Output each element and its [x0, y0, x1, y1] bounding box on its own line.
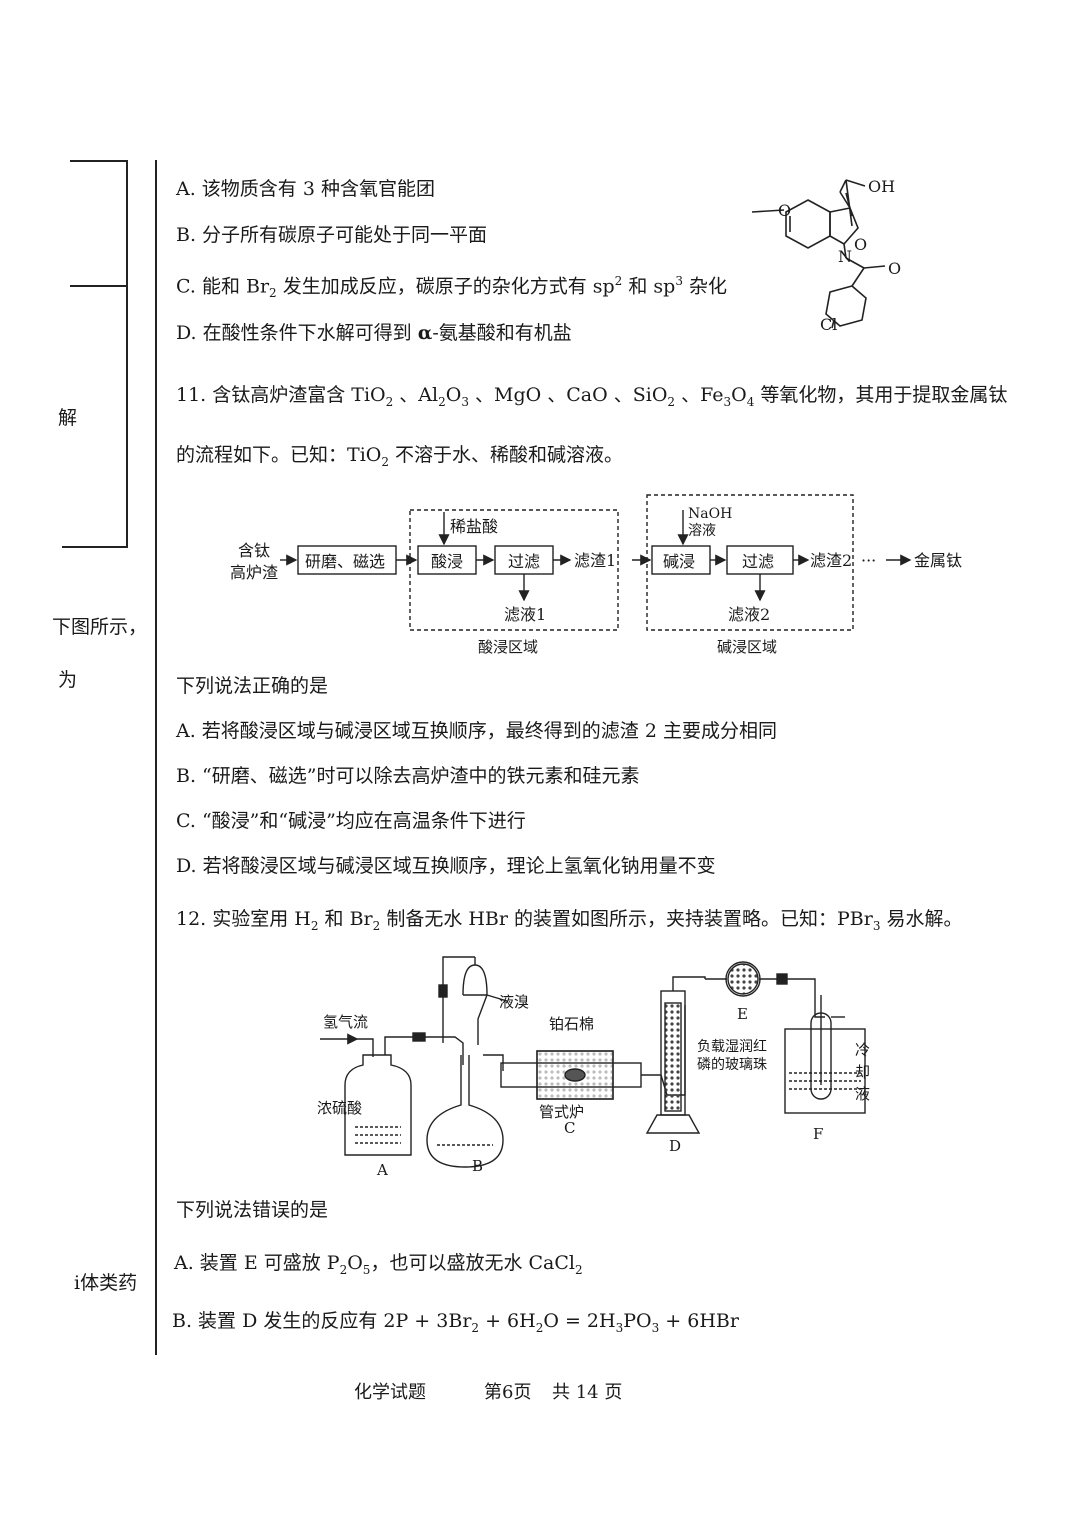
flow-filter-box-1: 过滤	[508, 552, 540, 571]
molecule-o-amide: O	[888, 259, 901, 278]
flow-residue2: 滤渣2	[810, 551, 852, 570]
apparatus-h2-flow: 氢气流	[323, 1013, 368, 1031]
q10-molecule-structure: O OH O N O Cl	[751, 177, 901, 334]
q11-option-b: B. “研磨、磁选”时可以除去高炉渣中的铁元素和硅元素	[176, 765, 640, 787]
margin-bracket-bottom	[62, 546, 128, 548]
apparatus-pt-wool: 铂石棉	[549, 1015, 594, 1033]
flow-naoh-line1: NaOH	[688, 506, 732, 522]
molecule-n: N	[838, 247, 852, 266]
q12-stem: 12. 实验室用 H2 和 Br2 制备无水 HBr 的装置如图所示，夹持装置略…	[176, 908, 963, 933]
molecule-o-carbonyl: O	[854, 235, 867, 254]
q10-option-b: B. 分子所有碳原子可能处于同一平面	[176, 224, 488, 246]
q11-prompt: 下列说法正确的是	[176, 675, 329, 697]
q11-option-a: A. 若将酸浸区域与碱浸区域互换顺序，最终得到的滤渣 2 主要成分相同	[176, 720, 777, 742]
flow-grind-box: 研磨、磁选	[305, 552, 385, 571]
margin-text-ti-leiyao: i体类药	[74, 1272, 138, 1294]
q12-option-a: A. 装置 E 可盛放 P2O5，也可以盛放无水 CaCl2	[174, 1252, 583, 1277]
q11-option-c: C. “酸浸”和“碱浸”均应在高温条件下进行	[176, 810, 526, 832]
q10-option-a: A. 该物质含有 3 种含氧官能团	[176, 178, 435, 200]
apparatus-label-f: F	[813, 1125, 823, 1143]
apparatus-red-p-line1: 负载湿润红	[697, 1039, 767, 1055]
apparatus-conc-h2so4: 浓硫酸	[317, 1099, 362, 1117]
margin-vertical-rule	[155, 160, 157, 1355]
molecule-oh: OH	[868, 177, 895, 196]
q10-option-d: D. 在酸性条件下水解可得到 α-氨基酸和有机盐	[176, 322, 572, 344]
flow-residue1: 滤渣1	[574, 551, 616, 570]
margin-bracket-top	[70, 160, 128, 162]
q12-prompt: 下列说法错误的是	[176, 1199, 329, 1221]
flow-base-zone-label: 碱浸区域	[717, 638, 777, 656]
flow-filtrate1: 滤液1	[504, 605, 546, 624]
apparatus-label-e: E	[737, 1005, 748, 1023]
flow-dilute-hcl: 稀盐酸	[450, 517, 498, 536]
apparatus-tube-furnace: 管式炉	[539, 1103, 584, 1121]
apparatus-label-d: D	[669, 1137, 681, 1155]
flow-feed-line2: 高炉渣	[230, 563, 278, 582]
flow-acid-zone-label: 酸浸区域	[478, 638, 538, 656]
apparatus-coolant-2: 却	[855, 1063, 870, 1081]
apparatus-coolant-3: 液	[855, 1085, 870, 1103]
margin-text-tu-suoshi: 下图所示，	[52, 616, 148, 638]
margin-text-jie: 解	[58, 407, 78, 429]
q11-stem-line1: 11. 含钛高炉渣富含 TiO2 、Al2O3 、MgO 、CaO 、SiO2 …	[176, 384, 1008, 409]
flow-naoh-line2: 溶液	[688, 523, 716, 539]
molecule-cl: Cl	[820, 315, 837, 334]
molecule-o-methoxy: O	[778, 201, 791, 220]
footer-total: 共 14 页	[552, 1382, 623, 1403]
margin-bracket-mid	[70, 285, 128, 287]
apparatus-liquid-br: 液溴	[499, 993, 529, 1011]
flow-base-leach-box: 碱浸	[663, 552, 695, 571]
flow-ellipsis: ···	[861, 551, 876, 570]
apparatus-label-a: A	[376, 1161, 388, 1179]
q12-apparatus-diagram: 氢气流 浓硫酸 液溴 铂石棉 管式炉 负载湿润红 磷的玻璃珠 冷 却 液 A B…	[317, 956, 870, 1179]
footer-page: 第6页	[484, 1382, 532, 1403]
apparatus-red-p-line2: 磷的玻璃珠	[697, 1056, 767, 1073]
q11-stem-line2: 的流程如下。已知：TiO2 不溶于水、稀酸和碱溶液。	[176, 444, 624, 469]
flow-feed-line1: 含钛	[238, 541, 270, 560]
q11-option-d: D. 若将酸浸区域与碱浸区域互换顺序，理论上氢氧化钠用量不变	[176, 855, 716, 877]
flow-acid-leach-box: 酸浸	[431, 552, 463, 571]
flow-filter-box-2: 过滤	[742, 552, 774, 571]
footer-subject: 化学试题	[354, 1382, 426, 1403]
q10-option-c: C. 能和 Br2 发生加成反应，碳原子的杂化方式有 sp2 和 sp3 杂化	[176, 274, 727, 301]
q12-option-b: B. 装置 D 发生的反应有 2P + 3Br2 + 6H2O = 2H3PO3…	[172, 1310, 739, 1335]
apparatus-coolant-1: 冷	[855, 1041, 870, 1059]
apparatus-label-c: C	[564, 1119, 575, 1137]
q11-flow-diagram: 含钛 高炉渣 研磨、磁选 稀盐酸 酸浸 过滤 滤渣1 滤液1 NaOH 溶液 碱…	[230, 494, 962, 656]
flow-product: 金属钛	[914, 551, 962, 570]
margin-bracket-vertical	[126, 160, 128, 548]
flow-filtrate2: 滤液2	[728, 605, 770, 624]
margin-text-wei: 为	[58, 669, 78, 691]
apparatus-label-b: B	[472, 1157, 483, 1175]
